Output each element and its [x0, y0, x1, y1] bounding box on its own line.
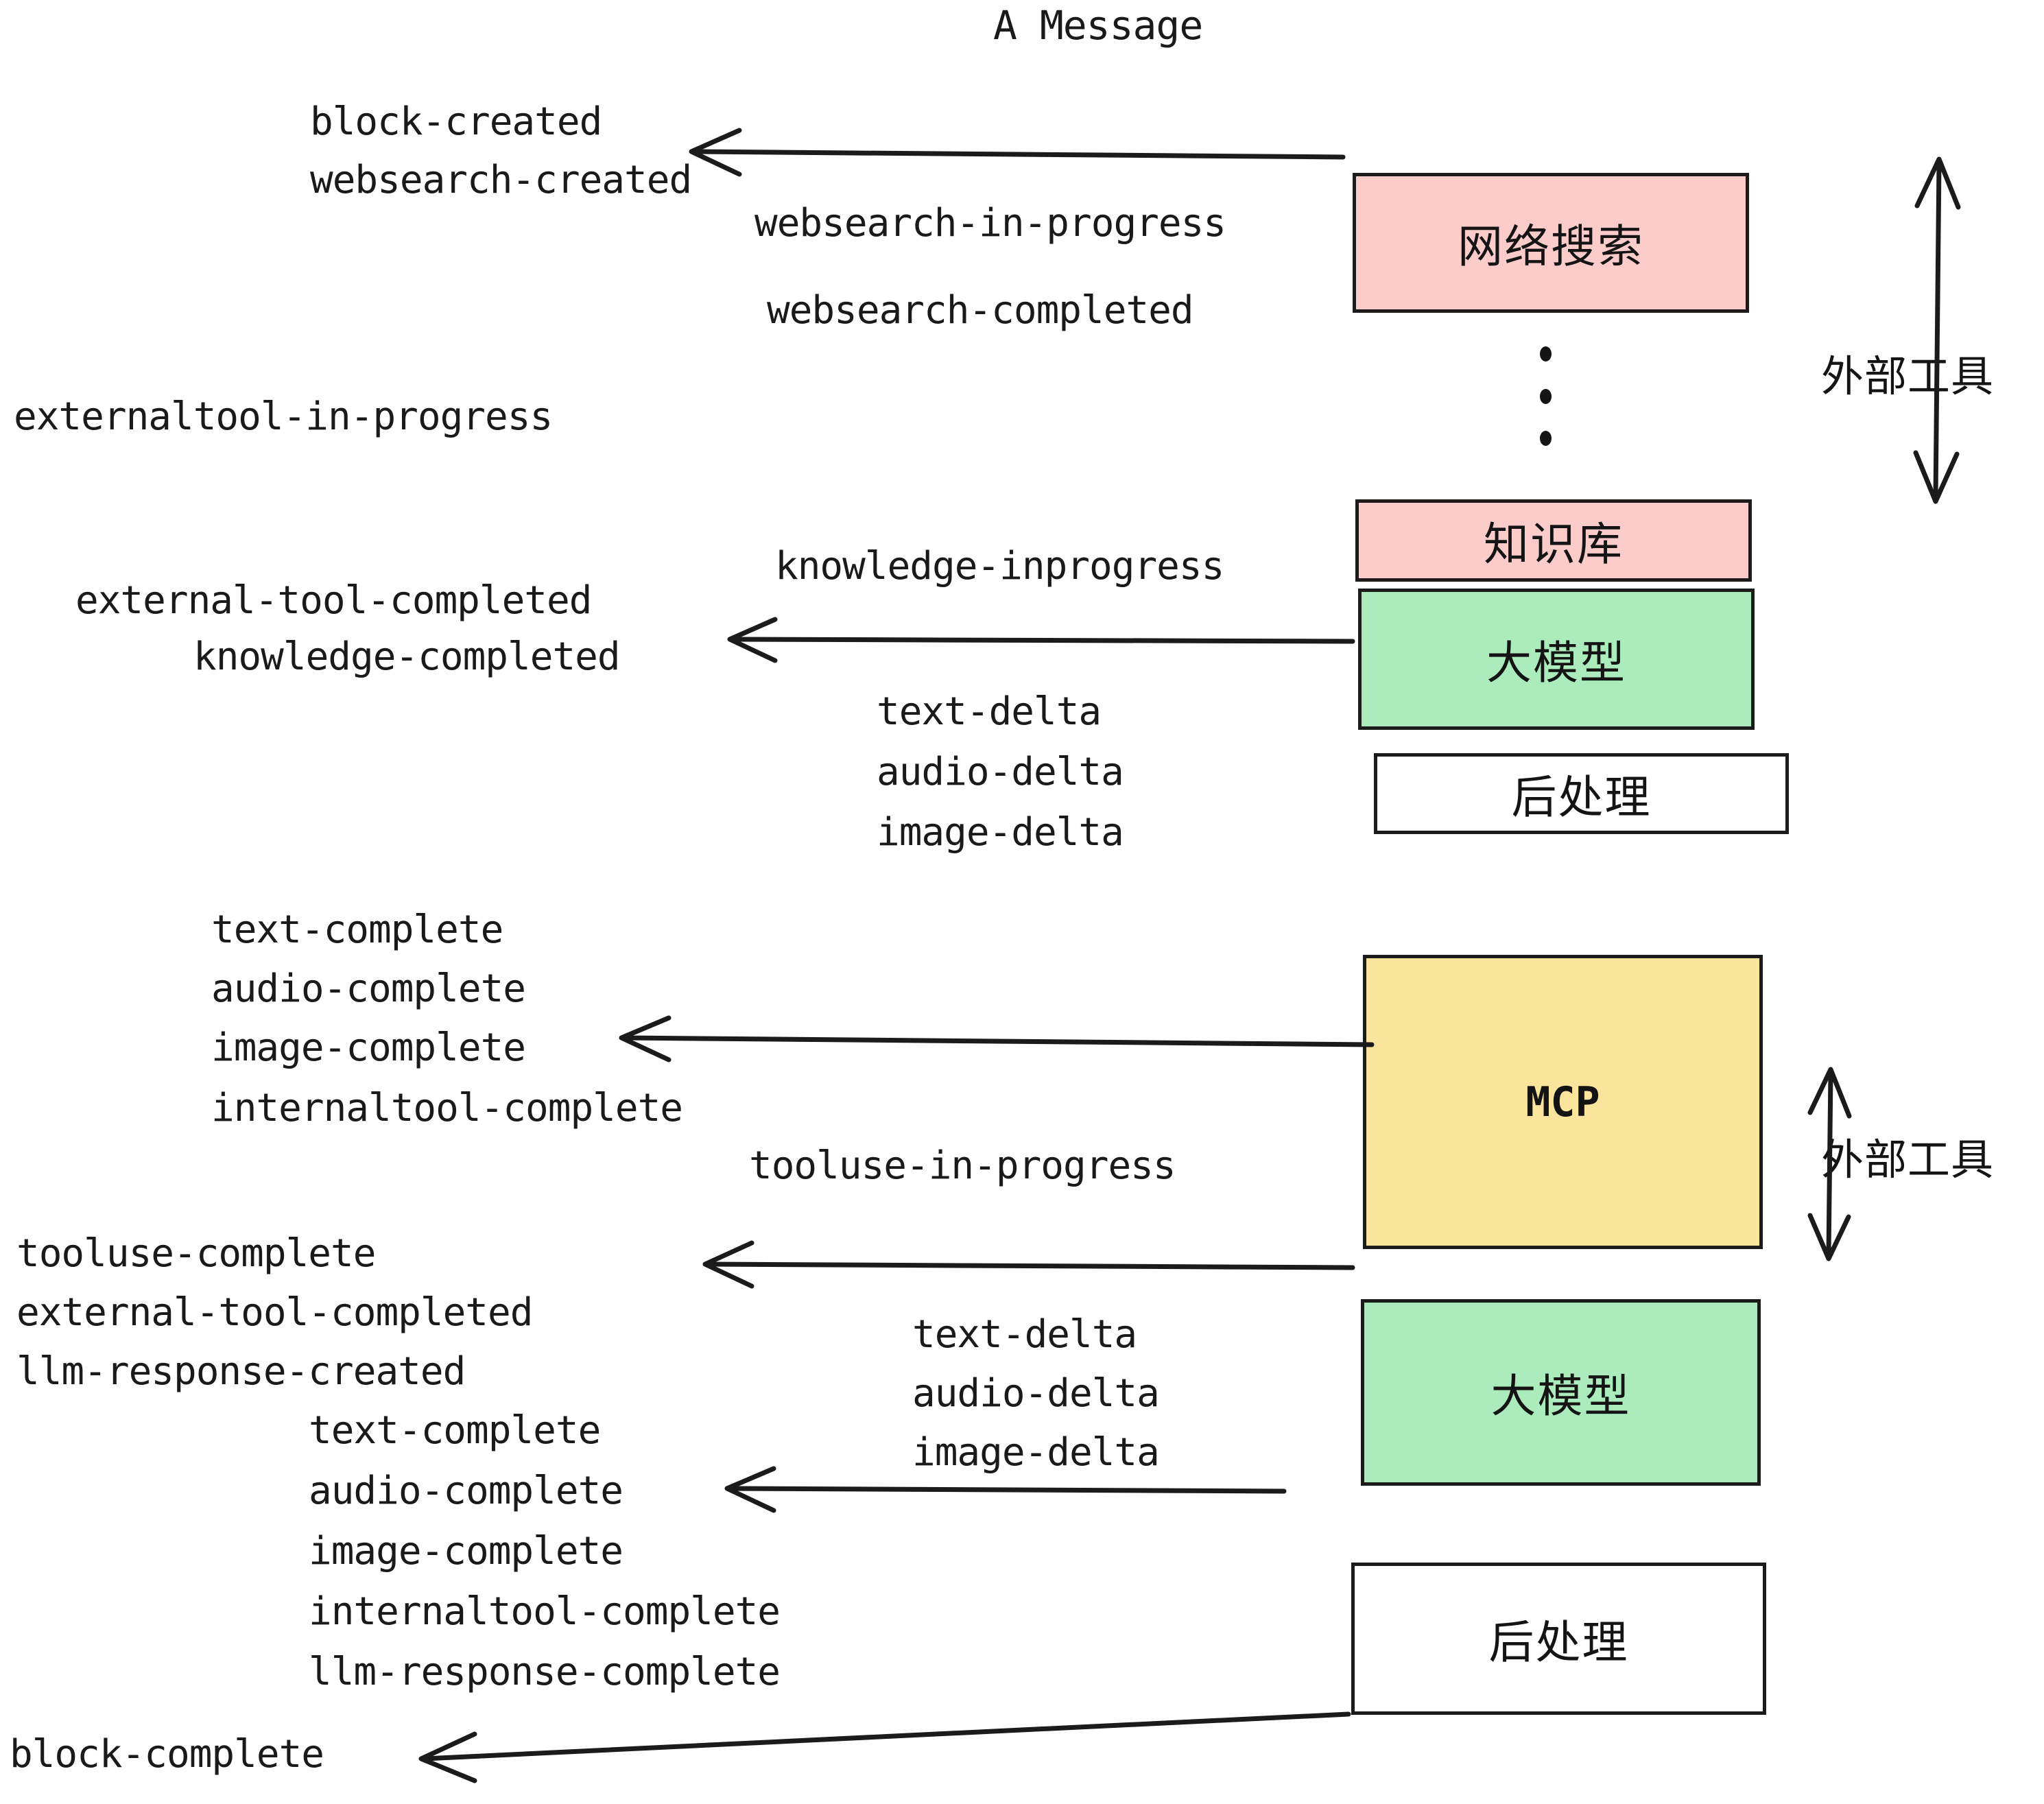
event-label-image-delta-1: image-delta	[877, 810, 1124, 855]
event-label-websearch-created: websearch-created	[310, 158, 692, 202]
node-postprocess-second-label: 后处理	[1488, 1616, 1629, 1669]
event-label-audio-complete-2: audio-complete	[309, 1469, 623, 1513]
event-label-text-complete-2: text-complete	[309, 1408, 601, 1453]
node-postprocess-first-label: 后处理	[1511, 771, 1652, 824]
event-label-knowledge-completed: knowledge-completed	[193, 634, 621, 679]
diagram-title: A Message	[993, 2, 1203, 49]
node-knowledge-base[interactable]: 知识库	[1355, 499, 1752, 582]
node-llm-second[interactable]: 大模型	[1361, 1299, 1761, 1486]
node-llm-first-label: 大模型	[1486, 637, 1626, 689]
event-label-image-complete-2: image-complete	[309, 1529, 623, 1574]
event-label-externaltool-in-progress: externaltool-in-progress	[14, 394, 553, 439]
event-label-tooluse-in-progress: tooluse-in-progress	[749, 1143, 1176, 1188]
event-label-text-complete-1: text-complete	[211, 907, 503, 952]
event-label-text-delta-2: text-delta	[912, 1312, 1137, 1357]
node-websearch-label: 网络搜索	[1458, 220, 1644, 273]
event-label-llm-response-created: llm-response-created	[16, 1349, 466, 1394]
event-label-text-delta-1: text-delta	[877, 689, 1102, 734]
event-label-external-tool-completed-2: external-tool-completed	[16, 1290, 533, 1335]
node-postprocess-first[interactable]: 后处理	[1374, 753, 1789, 834]
event-label-block-complete: block-complete	[10, 1732, 324, 1777]
node-llm-second-label: 大模型	[1490, 1370, 1631, 1423]
event-label-websearch-in-progress: websearch-in-progress	[754, 201, 1226, 246]
arrow-llm-to-audio-complete	[724, 1466, 1287, 1513]
event-label-audio-delta-2: audio-delta	[912, 1371, 1160, 1416]
arrow-mcp-to-tooluse-complete	[702, 1240, 1355, 1289]
arrow-knowledge-to-knowledge-completed	[727, 617, 1355, 663]
annotation-external-tools-top: 外部工具	[1821, 351, 1995, 401]
vertical-ellipsis-icon	[1538, 346, 1552, 446]
node-mcp-label: MCP	[1525, 1078, 1600, 1126]
arrow-websearch-to-block-created	[689, 128, 1346, 177]
arrow-postprocess-to-image-complete	[619, 1015, 1375, 1063]
node-llm-first[interactable]: 大模型	[1358, 589, 1755, 730]
event-label-internaltool-complete-1: internaltool-complete	[211, 1086, 683, 1130]
node-knowledge-base-label: 知识库	[1484, 518, 1624, 571]
arrow-postprocess-to-block-complete	[418, 1711, 1351, 1783]
event-label-knowledge-inprogress: knowledge-inprogress	[775, 544, 1224, 589]
event-label-audio-delta-1: audio-delta	[877, 750, 1124, 794]
event-label-llm-response-complete: llm-response-complete	[309, 1650, 781, 1694]
event-label-tooluse-complete: tooluse-complete	[16, 1231, 376, 1276]
arrow-external-tools-top	[1913, 156, 1961, 504]
event-label-internaltool-complete-2: internaltool-complete	[309, 1589, 781, 1634]
event-label-image-delta-2: image-delta	[912, 1430, 1160, 1475]
node-postprocess-second[interactable]: 后处理	[1351, 1563, 1766, 1715]
event-label-audio-complete-1: audio-complete	[211, 966, 526, 1011]
event-label-websearch-completed: websearch-completed	[767, 288, 1194, 333]
event-label-external-tool-completed-1: external-tool-completed	[75, 578, 592, 623]
event-label-image-complete-1: image-complete	[211, 1025, 526, 1070]
node-websearch[interactable]: 网络搜索	[1353, 173, 1749, 313]
annotation-external-tools-bottom: 外部工具	[1821, 1135, 1995, 1185]
node-mcp[interactable]: MCP	[1363, 955, 1763, 1249]
event-label-block-created: block-created	[310, 99, 602, 144]
